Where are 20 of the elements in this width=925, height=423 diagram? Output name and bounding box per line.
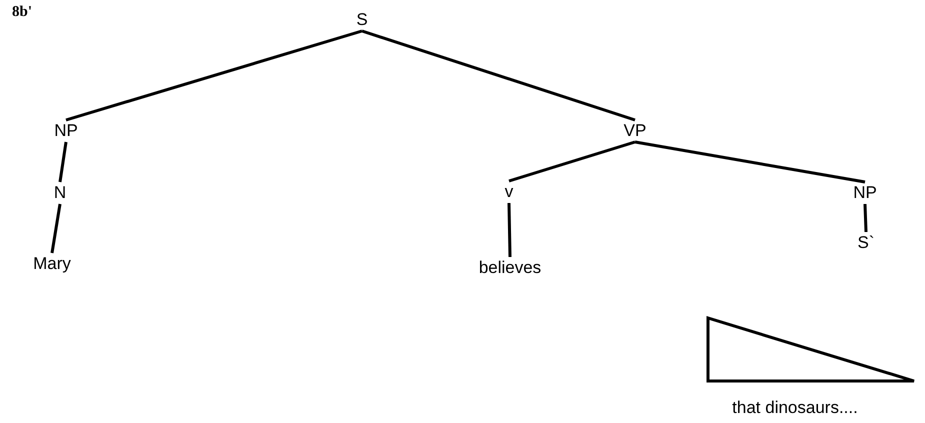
- tree-node-label: NP: [54, 121, 78, 141]
- tree-node-label: N: [54, 183, 66, 203]
- tree-node-label: S: [356, 10, 368, 30]
- tree-node-label: NP: [853, 183, 877, 203]
- tree-branch-line: [508, 202, 512, 258]
- tree-node-label: v: [504, 182, 514, 202]
- tree-branch-line: [362, 30, 636, 122]
- tree-node-label: S`: [858, 233, 874, 253]
- triangle-symbol: [706, 316, 916, 382]
- tree-node-label: believes: [478, 258, 542, 278]
- tree-branch-line: [634, 140, 866, 184]
- tree-branch-line: [864, 204, 868, 232]
- tree-node-label: VP: [624, 121, 646, 141]
- tree-branch-line: [508, 140, 636, 182]
- tree-branch-line: [58, 142, 68, 182]
- example-number: 8b': [12, 4, 32, 21]
- tree-node-label: Mary: [33, 254, 71, 274]
- tree-branch-line: [50, 204, 62, 254]
- tree-branch-line: [66, 30, 362, 122]
- tree-node-label: that dinosaurs....: [732, 398, 858, 418]
